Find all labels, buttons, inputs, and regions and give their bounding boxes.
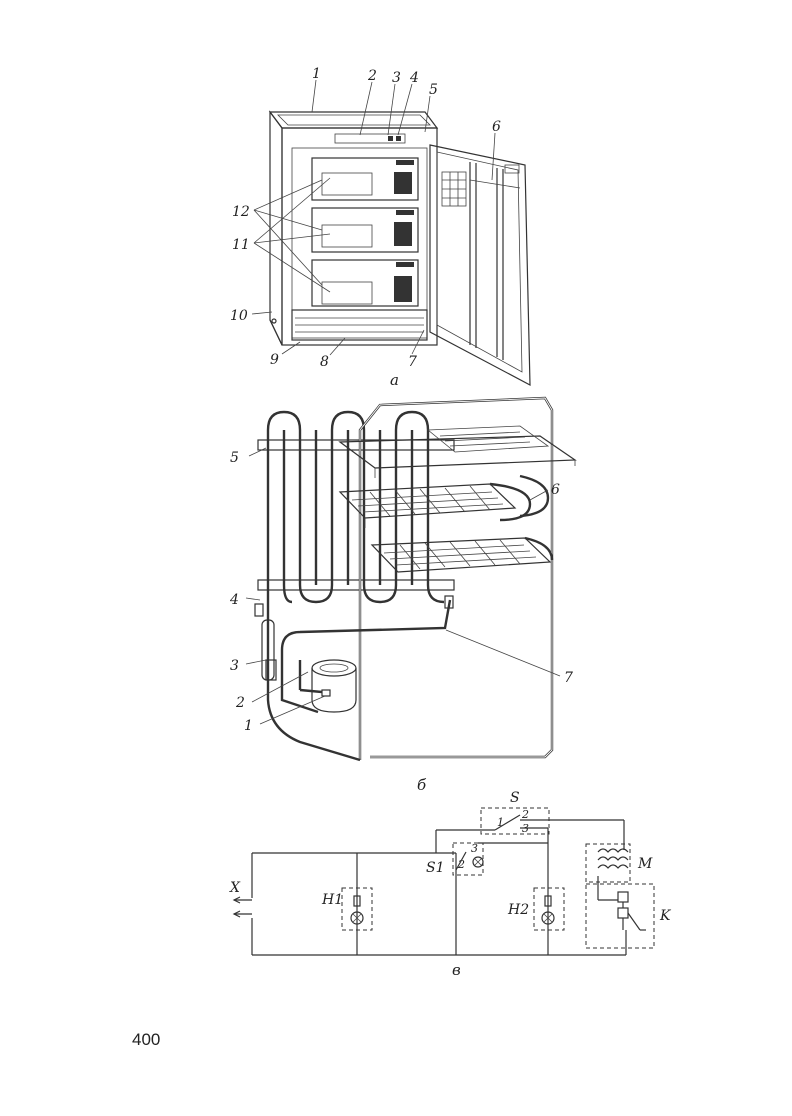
callout-b-5: 5 [230,450,239,466]
figure-a-freezer: 1 2 3 4 5 6 7 8 9 10 11 12 а [230,66,530,389]
callout-a-2: 2 [367,68,377,84]
callout-a-12: 12 [232,204,250,220]
caption-c: в [452,961,461,979]
callout-a-10: 10 [230,308,248,324]
page-number: 400 [132,1030,160,1049]
callout-a-5: 5 [429,82,438,98]
callout-a-3: 3 [392,70,401,86]
label-s: S [510,790,520,806]
callout-b-2: 2 [235,695,245,711]
callout-a-1: 1 [312,66,321,82]
label-m: M [637,856,653,872]
callout-b-1: 1 [244,718,253,734]
callout-a-11: 11 [232,237,250,253]
label-k: K [659,908,672,924]
callout-a-4: 4 [409,70,419,86]
callout-b-3: 3 [230,658,239,674]
label-s1-contact-3: 3 [471,842,478,855]
label-s-contact-1: 1 [497,816,504,829]
callout-b-4: 4 [229,592,239,608]
callout-a-6: 6 [492,119,501,135]
figure-b-refrigeration-unit: 5 6 4 3 2 1 7 б [229,398,575,794]
callout-a-7: 7 [408,354,417,370]
callout-b-7: 7 [564,670,573,686]
caption-b: б [417,776,427,794]
figure-c-circuit: X H1 S1 2 3 S 1 2 3 [229,790,672,979]
label-s1-contact-2: 2 [457,858,465,871]
label-s1: S1 [426,860,445,876]
label-h1: H1 [321,892,343,908]
label-x: X [229,880,241,896]
label-s-contact-2: 2 [521,808,529,821]
caption-a: а [390,371,399,389]
callout-b-6: 6 [551,482,560,498]
callout-a-9: 9 [270,352,279,368]
label-h2: H2 [507,902,529,918]
callout-a-8: 8 [320,354,329,370]
label-s-contact-3: 3 [522,822,529,835]
